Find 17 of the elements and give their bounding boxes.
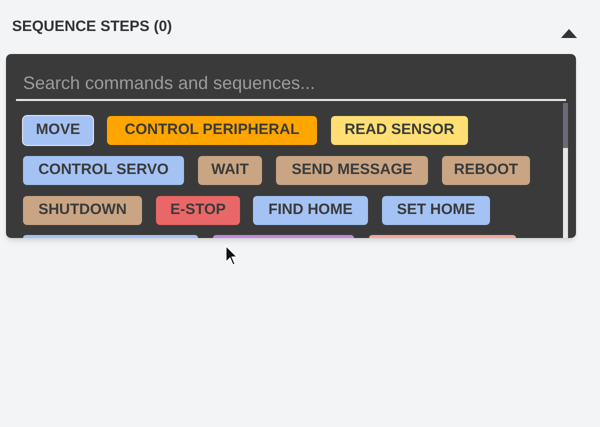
command-chip: CONTROL SERVO bbox=[23, 156, 184, 185]
command-chip bbox=[213, 235, 354, 238]
command-chip: MOVE bbox=[23, 116, 93, 145]
command-chip: FIND HOME bbox=[253, 196, 368, 225]
command-chip: READ SENSOR bbox=[331, 116, 468, 145]
command-chip bbox=[23, 235, 198, 238]
command-chip: SET HOME bbox=[382, 196, 490, 225]
command-chip: REBOOT bbox=[442, 156, 530, 185]
command-chip bbox=[369, 235, 516, 238]
search-field: Search commands and sequences... bbox=[16, 62, 566, 101]
dropdown-panel bbox=[6, 54, 576, 238]
command-chip: WAIT bbox=[198, 156, 262, 185]
command-chip: E-STOP bbox=[156, 196, 240, 225]
command-chip: SEND MESSAGE bbox=[276, 156, 428, 185]
command-chip: CONTROL PERIPHERAL bbox=[107, 116, 317, 145]
section-heading: SEQUENCE STEPS (0) bbox=[12, 17, 172, 37]
command-chip: SHUTDOWN bbox=[23, 196, 142, 225]
